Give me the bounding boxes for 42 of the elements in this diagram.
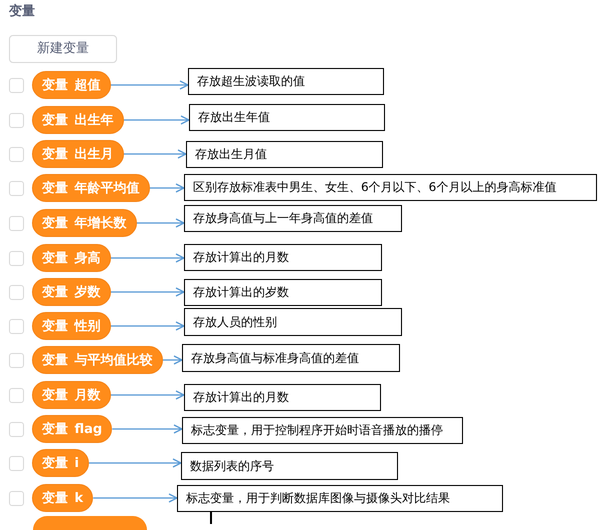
arrow — [88, 458, 182, 468]
arrow — [150, 183, 185, 193]
variable-block: 变量 flag — [32, 415, 112, 443]
variable-block: 变量 岁数 — [32, 278, 111, 306]
annotation-box: 存放身高值与标准身高值的差值 — [182, 344, 400, 372]
variable-block: 变量 年龄平均值 — [32, 174, 150, 202]
arrow — [136, 218, 185, 228]
annotation-box: 存放身高值与上一年身高值的差值 — [184, 205, 402, 232]
variable-block: 变量 与平均值比较 — [32, 346, 163, 374]
arrow — [110, 390, 185, 400]
arrow — [124, 149, 187, 159]
variable-block: 变量 k — [32, 484, 94, 512]
annotation-box: 存放超生波读取的值 — [188, 68, 384, 95]
new-variable-button: 新建变量 — [9, 35, 117, 63]
arrow — [162, 355, 183, 365]
annotation-box: 存放计算出的月数 — [184, 384, 381, 411]
arrow — [124, 115, 190, 125]
annotation-box: 存放出生年值 — [189, 104, 385, 131]
annotation-box: 标志变量，用于控制程序开始时语音播放的播停 — [182, 417, 463, 444]
annotation-box: 区别存放标准表中男生、女生、6个月以下、6个月以上的身高标准值 — [184, 174, 597, 201]
arrow — [110, 253, 185, 263]
variable-block: 变量 年增长数 — [32, 209, 137, 237]
arrow — [112, 424, 183, 434]
arrow — [93, 493, 178, 503]
arrow — [110, 287, 185, 297]
variable-block: 变量 出生年 — [32, 106, 124, 134]
variable-block: 变量 性别 — [32, 312, 111, 340]
annotation-box: 存放人员的性别 — [184, 308, 402, 336]
variable-block: 变量 身高 — [32, 244, 111, 272]
arrow — [110, 80, 189, 90]
arrow — [110, 321, 185, 331]
annotation-box: 标志变量，用于判断数据库图像与摄像头对比结果 — [177, 485, 503, 512]
variable-block: 变量 i — [32, 449, 89, 477]
section-heading: 变量 — [9, 4, 35, 20]
variable-block: 变量 月数 — [32, 381, 111, 409]
annotation-box: 存放计算出的岁数 — [184, 279, 382, 306]
variable-block: 变量 出生月 — [32, 140, 124, 168]
variable-block — [33, 516, 147, 530]
annotation-box: 数据列表的序号 — [181, 452, 398, 480]
variable-block: 变量 超值 — [32, 71, 111, 99]
annotation-box: 存放出生月值 — [186, 141, 383, 168]
annotation-box: 存放计算出的月数 — [184, 244, 382, 271]
